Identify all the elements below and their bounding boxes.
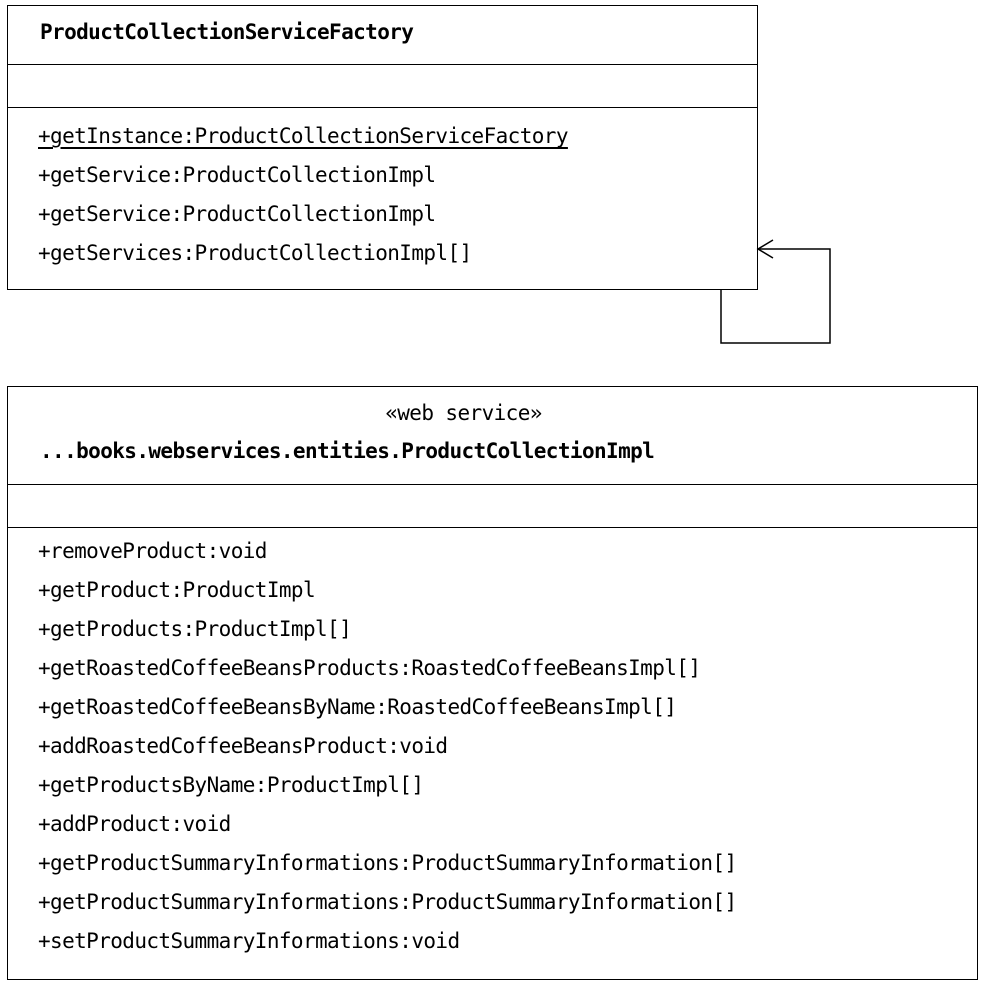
impl-name-compartment: «web service» ...books.webservices.entit…: [8, 387, 977, 485]
factory-operations-compartment: +getInstance:ProductCollectionServiceFac…: [8, 108, 757, 273]
impl-operation: +setProductSummaryInformations:void: [38, 929, 460, 953]
factory-class-name: ProductCollectionServiceFactory: [40, 20, 414, 44]
impl-operation: +removeProduct:void: [38, 539, 267, 563]
impl-operation: +getProductSummaryInformations:ProductSu…: [38, 851, 737, 875]
impl-class-box: «web service» ...books.webservices.entit…: [7, 386, 978, 980]
factory-attributes-compartment: [8, 65, 757, 108]
impl-operation: +addProduct:void: [38, 812, 231, 836]
impl-operation: +getProductsByName:ProductImpl[]: [38, 773, 424, 797]
impl-operation: +getRoastedCoffeeBeansByName:RoastedCoff…: [38, 695, 677, 719]
factory-operation: +getServices:ProductCollectionImpl[]: [38, 241, 472, 265]
factory-class-box: ProductCollectionServiceFactory +getInst…: [7, 5, 758, 290]
impl-operation: +addRoastedCoffeeBeansProduct:void: [38, 734, 448, 758]
impl-attributes-compartment: [8, 485, 977, 528]
open-arrowhead-icon: [756, 239, 774, 259]
impl-class-name: ...books.webservices.entities.ProductCol…: [40, 439, 655, 463]
factory-operation: +getInstance:ProductCollectionServiceFac…: [38, 124, 569, 148]
impl-operation: +getProduct:ProductImpl: [38, 578, 316, 602]
factory-name-compartment: ProductCollectionServiceFactory: [8, 6, 757, 65]
impl-stereotype: «web service»: [385, 401, 542, 425]
impl-operation: +getRoastedCoffeeBeansProducts:RoastedCo…: [38, 656, 701, 680]
factory-operation: +getService:ProductCollectionImpl: [38, 163, 436, 187]
impl-operations-compartment: +removeProduct:void +getProduct:ProductI…: [8, 528, 977, 961]
impl-operation: +getProducts:ProductImpl[]: [38, 617, 352, 641]
impl-operation: +getProductSummaryInformations:ProductSu…: [38, 890, 737, 914]
factory-operation: +getService:ProductCollectionImpl: [38, 202, 436, 226]
